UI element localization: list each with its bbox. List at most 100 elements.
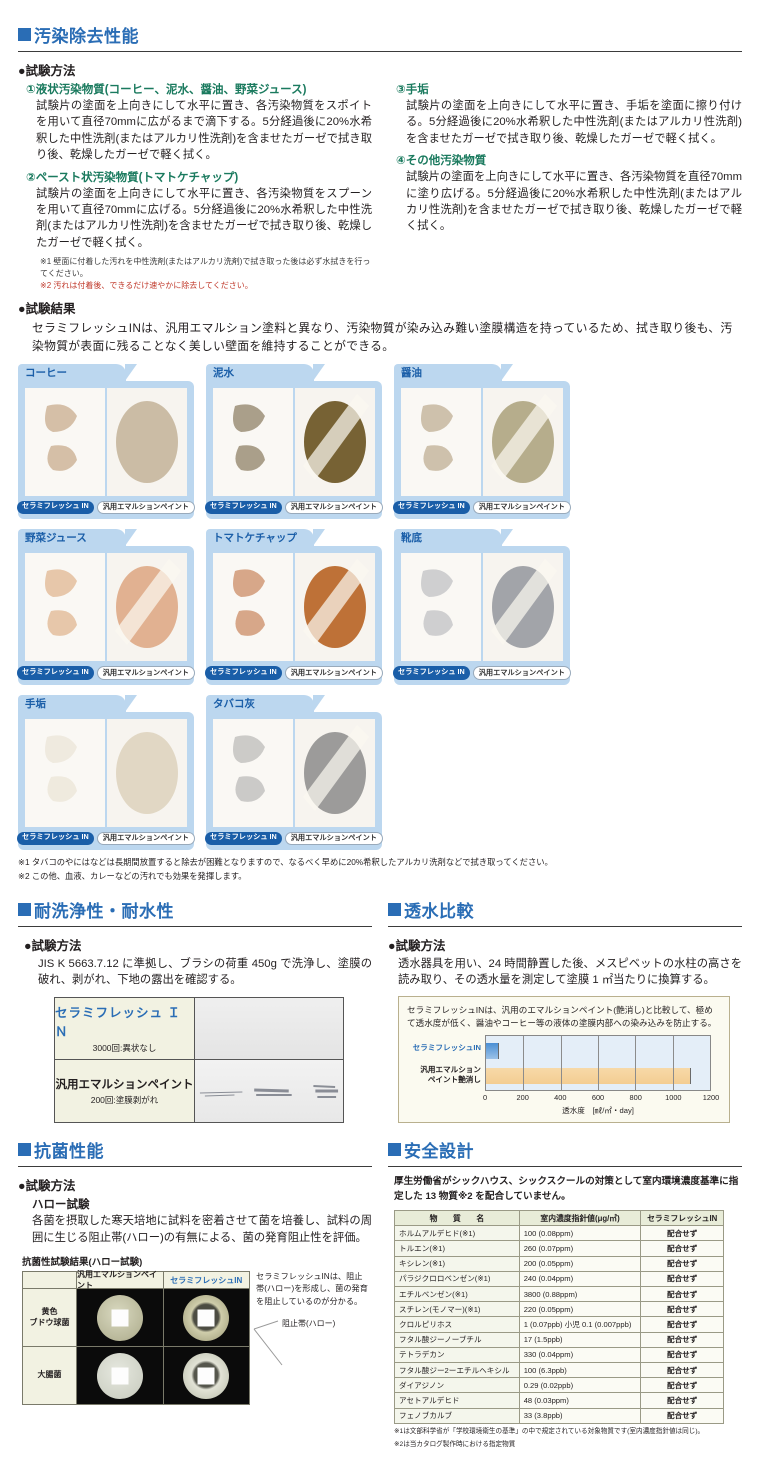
anti-method-body: 各菌を摂取した寒天培地に試料を密着させて菌を培養し、試料の周囲に生じる阻止帯(ハ…: [32, 1215, 372, 1244]
substance-result: 配合せず: [640, 1377, 724, 1394]
substance-name: フタル酸ジー2ーエチルヘキシル: [394, 1361, 520, 1379]
scrub-method-heading: ●試験方法: [24, 939, 82, 954]
stain-residue-icon: [213, 387, 293, 496]
lower-row-1: 耐洗浄性・耐水性 ●試験方法 JIS K 5663.7.12 に準拠し、ブラシの…: [18, 897, 742, 1124]
table-row: キシレン(※1)200 (0.05ppm)配合せず: [394, 1255, 724, 1272]
card-tab: 醤油: [394, 363, 513, 381]
sample-chip: [111, 1367, 129, 1385]
square-bullet-icon: [18, 903, 31, 917]
substance-name: トルエン(※1): [394, 1240, 520, 1257]
anti-table-header: 汎用エマルションペイント セラミフレッシュIN: [23, 1270, 249, 1290]
anti-row-label: 黄色ブドウ球菌: [23, 1289, 77, 1347]
card-tab: トマトケチャップ: [206, 529, 325, 547]
stain-residue-icon: [25, 718, 105, 827]
card-tab-label: 泥水: [213, 366, 234, 379]
water-method-heading: ●試験方法: [388, 939, 446, 954]
substance-guideline-value: 240 (0.04ppm): [518, 1270, 642, 1288]
anti-col-blank: [23, 1272, 77, 1289]
table-row: ホルムアルデヒド(※1)100 (0.08ppm)配合せず: [394, 1225, 724, 1242]
substance-result: 配合せず: [640, 1361, 724, 1379]
section-safety-design: 安全設計 厚生労働省がシックハウス、シックスクールの対策として室内環境濃度基準に…: [388, 1137, 742, 1450]
substance-result: 配合せず: [640, 1270, 724, 1288]
chart-x-tick: 200: [516, 1093, 529, 1103]
chart-x-tick: 800: [629, 1093, 642, 1103]
section-divider: [18, 51, 742, 52]
substance-name: ダイアジノン: [394, 1377, 520, 1394]
chart-gridline: [598, 1036, 599, 1091]
stain-residue-icon: [107, 553, 187, 662]
badge-general: 汎用エマルションペイント: [472, 666, 571, 680]
chart-gridline: [635, 1036, 637, 1091]
section-divider: [18, 1166, 372, 1168]
method-item: ④その他汚染物質 試験片の塗面を上向きにして水平に置き、各汚染物質を直径70mm…: [388, 152, 742, 235]
chart-x-tick: 0: [482, 1093, 488, 1103]
substance-guideline-value: 3800 (0.88ppm): [518, 1286, 642, 1303]
photo-general-paint-sample: [483, 553, 563, 662]
section-divider: [388, 926, 742, 928]
photo-general-paint-sample: [483, 387, 563, 496]
chart-plot-area: [485, 1035, 711, 1092]
method-title: ②ペースト状汚染物質(トマトケチャップ): [26, 171, 239, 184]
scrub-product-name: セラミフレッシュ Ｉ Ｎ: [55, 1006, 181, 1040]
stain-residue-icon: [25, 553, 105, 662]
anti-photo-product: [163, 1347, 249, 1405]
section-antibacterial: 抗菌性能 ●試験方法 ハロー試験 各菌を摂取した寒天培地に試料を密着させて菌を培…: [18, 1137, 372, 1450]
chart-bar-product: [486, 1043, 500, 1060]
badge-general: 汎用エマルションペイント: [96, 831, 195, 846]
photo-general-paint-sample: [107, 553, 187, 662]
method-item: ②ペースト状汚染物質(トマトケチャップ) 試験片の塗面を上向きにして水平に置き、…: [18, 169, 372, 252]
table-row: スチレン(モノマー)(※1)220 (0.05ppm)配合せず: [394, 1301, 724, 1318]
card-tab-label: タバコ灰: [213, 697, 255, 710]
substance-result: 配合せず: [640, 1392, 724, 1409]
photo-product-sample: [213, 553, 293, 662]
photo-pair: [401, 387, 563, 496]
safety-col-header: セラミフレッシュIN: [640, 1210, 724, 1227]
stain-residue-icon: [401, 553, 481, 662]
card-tab: タバコ灰: [206, 694, 325, 712]
anti-method-subtitle: ハロー試験: [32, 1199, 90, 1212]
sample-chip: [111, 1309, 129, 1327]
substance-name: クロルピリホス: [394, 1316, 520, 1333]
section-title-text: 抗菌性能: [34, 1142, 104, 1162]
table-row: 汎用エマルションペイント 200回:塗膜剥がれ: [55, 1059, 343, 1122]
stain-residue-icon: [483, 387, 563, 496]
badge-general: 汎用エマルションペイント: [284, 500, 383, 515]
safety-col-header: 室内濃度指針値(μg/㎥): [518, 1210, 642, 1227]
badge-product: セラミフレッシュ IN: [205, 831, 282, 846]
card-tab-label: トマトケチャップ: [213, 532, 297, 545]
badge-product: セラミフレッシュ IN: [393, 500, 470, 515]
section-title-safety: 安全設計: [388, 1137, 742, 1162]
anti-photo-general: [77, 1289, 164, 1347]
substance-guideline-value: 260 (0.07ppm): [518, 1240, 642, 1257]
stain-result-body: セラミフレッシュINは、汎用エマルション塗料と異なり、汚染物質が染み込み難い塗膜…: [32, 321, 733, 354]
substance-name: テトラデカン: [394, 1346, 520, 1363]
photo-pair: [213, 553, 375, 662]
section-title-text: 汚染除去性能: [34, 27, 139, 46]
method-item: ①液状汚染物質(コーヒー、泥水、醤油、野菜ジュース) 試験片の塗面を上向きにして…: [18, 81, 372, 164]
scrub-row-label: セラミフレッシュ Ｉ Ｎ 3000回:異状なし: [55, 997, 195, 1059]
substance-name: フェノブカルブ: [394, 1407, 520, 1424]
method-body: 試験片の塗面を上向きにして水平に置き、手垢を塗面に擦り付ける。5分経過後に20%…: [406, 100, 742, 145]
square-bullet-icon: [388, 1143, 401, 1157]
stain-tail-note-2: ※2 この他、血液、カレーなどの汚れでも効果を発揮します。: [18, 870, 247, 881]
card-tab-label: コーヒー: [25, 366, 67, 379]
chart-category-label-2: 汎用エマルションペイント艶消し: [420, 1065, 481, 1084]
stain-note-1: ※1 壁面に付着した汚れを中性洗剤(またはアルカリ洗剤)で拭き取った後は必ず水拭…: [40, 257, 371, 278]
photo-general-paint-sample: [107, 387, 187, 496]
card-tab: 靴底: [394, 529, 513, 547]
section-title-text: 耐洗浄性・耐水性: [34, 902, 174, 922]
petri-dish-icon: [96, 1352, 143, 1399]
